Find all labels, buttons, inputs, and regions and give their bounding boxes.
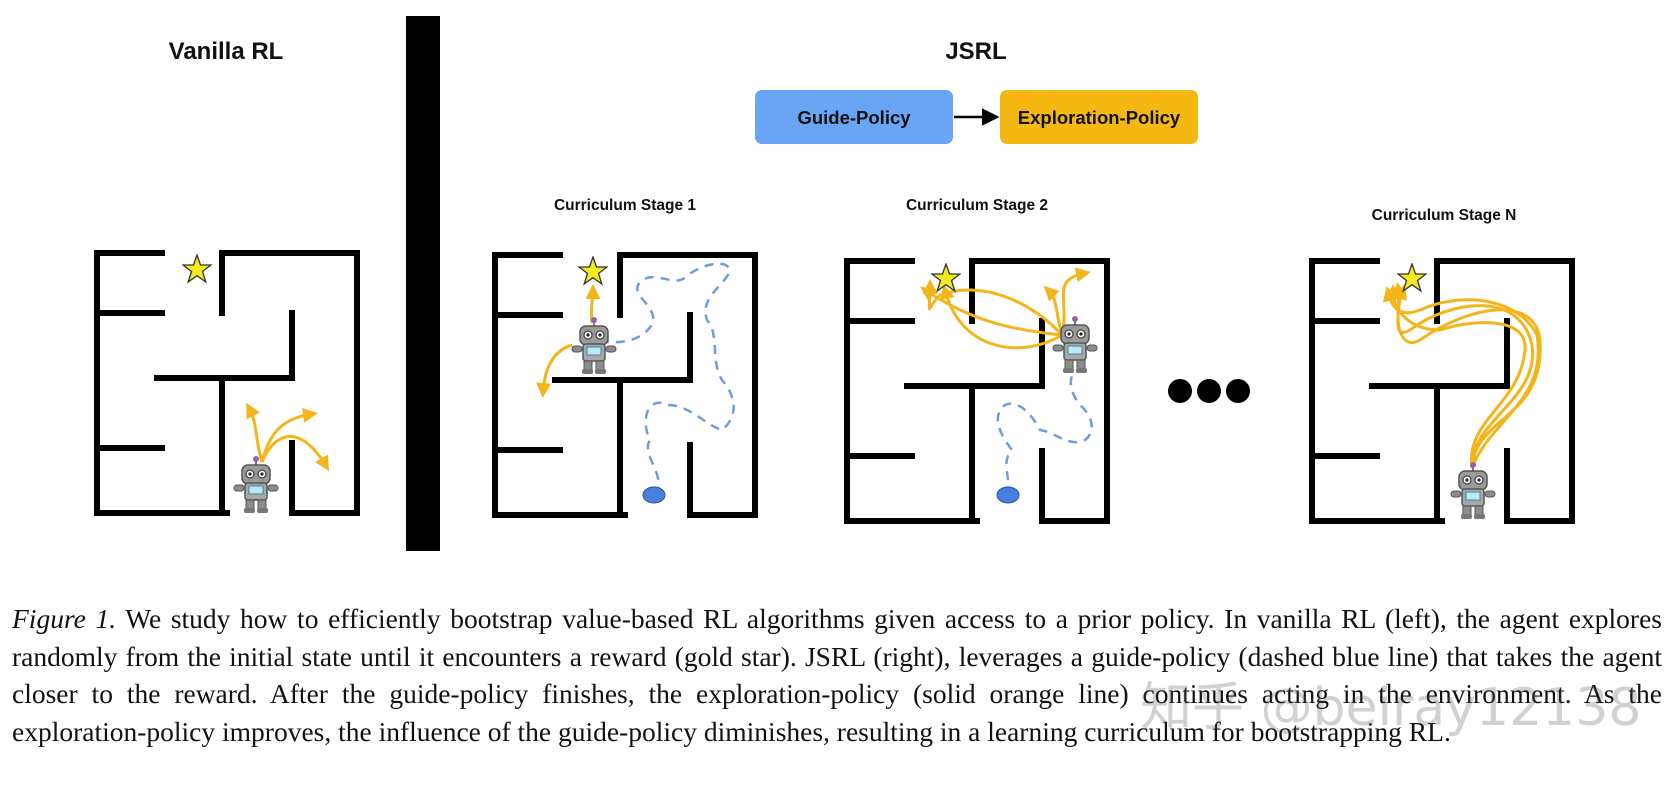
figure-illustration: Vanilla RL JSRL Guide-Policy Exploration… — [0, 16, 1672, 551]
robot-icon — [233, 456, 279, 514]
divider-bar — [406, 16, 440, 551]
exploration-policy-box — [1000, 90, 1198, 144]
stage-n-maze — [1312, 261, 1572, 521]
star-icon — [182, 254, 212, 283]
caption-label: Figure 1. — [12, 603, 117, 634]
start-marker — [996, 486, 1020, 504]
start-marker — [642, 486, 666, 504]
vanilla-rl-title: Vanilla RL — [169, 38, 284, 65]
stage-2-maze — [847, 261, 1107, 521]
guide-path — [996, 369, 1094, 497]
ellipsis-dots — [1168, 379, 1250, 403]
watermark: 知乎 @beiray12138 — [1140, 678, 1642, 738]
star-icon — [578, 256, 608, 285]
figure-caption: Figure 1. We study how to efficiently bo… — [12, 600, 1662, 750]
stage-1-maze — [495, 255, 755, 515]
guide-path — [597, 262, 735, 496]
stage-2-label: Curriculum Stage 2 — [906, 197, 1048, 214]
jsrl-title: JSRL — [945, 38, 1006, 65]
stage-1-label: Curriculum Stage 1 — [554, 197, 696, 214]
star-icon — [931, 263, 961, 292]
stage-n-label: Curriculum Stage N — [1372, 207, 1517, 224]
guide-policy-box — [755, 90, 953, 144]
star-icon — [1397, 263, 1427, 292]
vanilla-rl-maze — [97, 253, 357, 513]
caption-text: We study how to efficiently bootstrap va… — [12, 603, 1662, 747]
robot-icon — [1450, 462, 1496, 520]
robot-icon — [571, 317, 617, 375]
exploration-policy-label: Exploration-Policy — [1018, 107, 1181, 128]
guide-policy-label: Guide-Policy — [797, 107, 911, 128]
